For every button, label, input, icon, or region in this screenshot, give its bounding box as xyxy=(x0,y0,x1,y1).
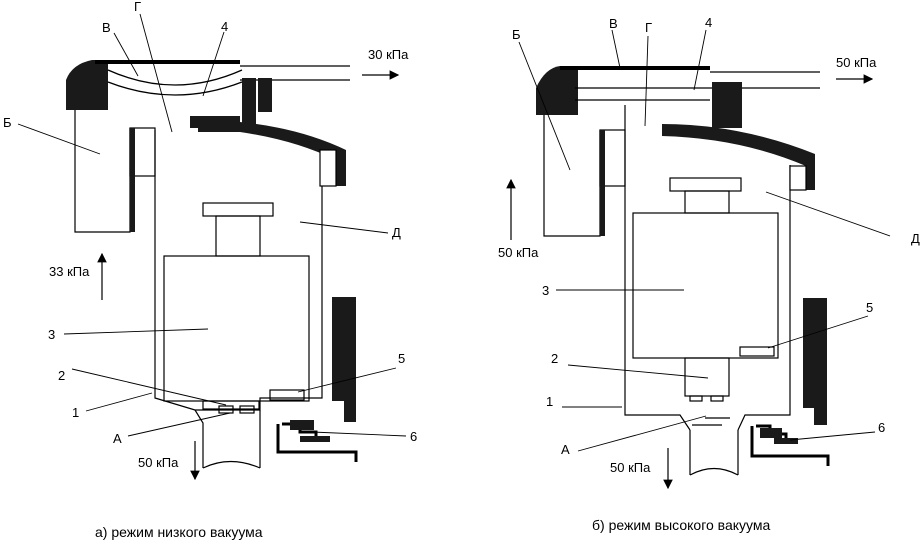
pressure-bottom-b: 50 кПа xyxy=(610,460,651,475)
label-v-b: В xyxy=(609,16,618,31)
label-v-a: В xyxy=(102,20,111,35)
pressure-out-b: 50 кПа xyxy=(836,55,877,70)
top-arc-dark-b xyxy=(662,124,815,190)
panel-low-vacuum xyxy=(17,13,407,481)
pressure-side-b: 50 кПа xyxy=(498,245,539,260)
label-3-a: 3 xyxy=(48,327,55,342)
chamber-b-b xyxy=(543,115,601,237)
label-5-b: 5 xyxy=(866,300,873,315)
label-a-a: А xyxy=(113,431,122,446)
chamber-b-a xyxy=(74,110,131,233)
float-body-a xyxy=(163,255,310,402)
float-cap-a xyxy=(202,202,274,217)
valve-5-b xyxy=(739,346,775,357)
label-4-b: 4 xyxy=(705,15,712,30)
label-6-a: 6 xyxy=(410,429,417,444)
pressure-out-a: 30 кПа xyxy=(368,47,409,62)
label-1-b: 1 xyxy=(546,394,553,409)
caption-a: а) режим низкого вакуума xyxy=(95,524,263,540)
label-2-b: 2 xyxy=(551,351,558,366)
label-g-b: Г xyxy=(645,20,652,35)
left-wall-dark-a xyxy=(130,128,135,232)
label-b-b: Б xyxy=(512,27,521,42)
top-left-block-b xyxy=(536,66,578,115)
label-b-a: Б xyxy=(3,115,12,130)
label-6-b: 6 xyxy=(878,420,885,435)
label-3-b: 3 xyxy=(542,283,549,298)
valve-6-a xyxy=(276,422,358,462)
top-left-block-a xyxy=(66,60,108,110)
label-4-a: 4 xyxy=(221,19,228,34)
label-d-a: Д xyxy=(392,225,401,240)
label-d-b: Д xyxy=(911,231,920,246)
right-column-a xyxy=(332,297,356,401)
label-g-a: Г xyxy=(134,0,141,14)
label-5-a: 5 xyxy=(398,351,405,366)
vessel-body-b xyxy=(624,105,791,431)
right-column-b xyxy=(803,298,827,408)
label-2-a: 2 xyxy=(58,368,65,383)
membrane-a xyxy=(107,69,243,86)
label-1-a: 1 xyxy=(72,405,79,420)
panel-high-vacuum xyxy=(506,29,891,490)
float-cap-b xyxy=(669,177,742,192)
label-a-b: А xyxy=(561,442,570,457)
valve-5-a xyxy=(269,389,305,401)
pressure-side-a: 33 кПа xyxy=(49,264,90,279)
outlet-pipe-b xyxy=(689,430,739,475)
vessel-body-a xyxy=(154,130,323,411)
float-body-b xyxy=(632,212,779,359)
caption-b: б) режим высокого вакуума xyxy=(592,517,770,533)
pressure-bottom-a: 50 кПа xyxy=(138,455,179,470)
outlet-pipe-a xyxy=(194,409,261,468)
top-arc-dark-a xyxy=(190,116,346,186)
